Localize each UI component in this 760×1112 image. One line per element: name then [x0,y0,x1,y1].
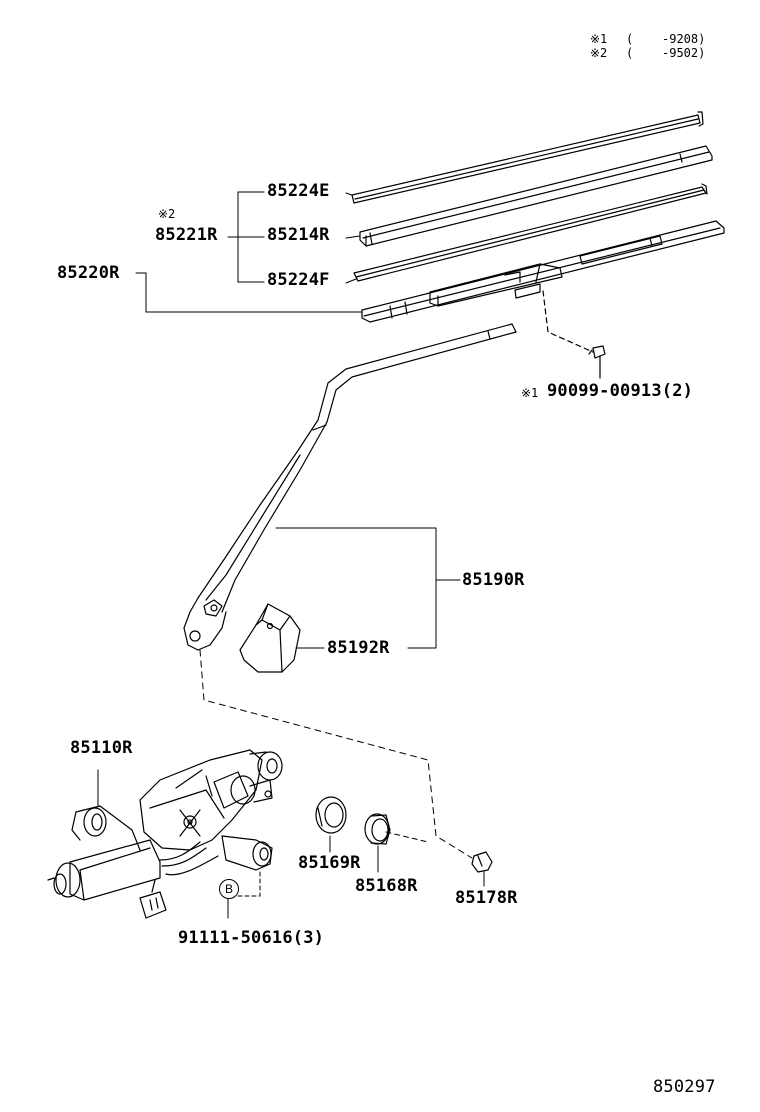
blade-rubber-85214r [359,145,713,247]
label-85190r: 85190R [462,570,525,590]
label-85169r: 85169R [298,853,361,873]
note-range: -9208) [662,32,706,46]
label-85178r: 85178R [455,888,518,908]
washer-85169r [315,796,347,853]
bushing-85168r [364,813,429,873]
note-row-2: ※2 ( -9502) [590,46,705,60]
screw-90099-00913 [542,290,606,379]
nut-85178r [471,851,493,887]
note-mark-2: ※2 [158,207,176,221]
wiper-arm-85190r [183,323,517,651]
label-85168r: 85168R [355,876,418,896]
rubber-strip-85224f [353,183,708,282]
link-dash-arm-nut [199,649,473,859]
cap-85192r [239,603,325,673]
note-row-1: ※1 ( -9208) [590,32,705,46]
label-85224e: 85224E [267,181,330,201]
screw-note-mark: ※1 [521,386,539,400]
label-85220r: 85220R [57,263,120,283]
label-85110r: 85110R [70,738,133,758]
label-85221r: 85221R [155,225,218,245]
label-85192r: 85192R [327,638,390,658]
diagram-number: 850297 [653,1077,716,1097]
label-85214r: 85214R [267,225,330,245]
label-91111-50616: 91111-50616(3) [178,928,325,948]
note-range: -9502) [662,46,706,60]
wiper-motor-85110r [47,749,283,919]
note-mark: ※2 [590,46,608,60]
label-85224f: 85224F [267,270,330,290]
bracket-lines [135,191,363,313]
label-90099-00913: 90099-00913(2) [547,381,694,401]
rubber-strip-85224e [351,111,704,204]
wiper-blade-85221r [361,220,725,323]
note-open: ( [626,46,634,60]
note-mark: ※1 [590,32,608,46]
note-open: ( [626,32,634,46]
bolt-ref-circle: B [219,879,239,899]
